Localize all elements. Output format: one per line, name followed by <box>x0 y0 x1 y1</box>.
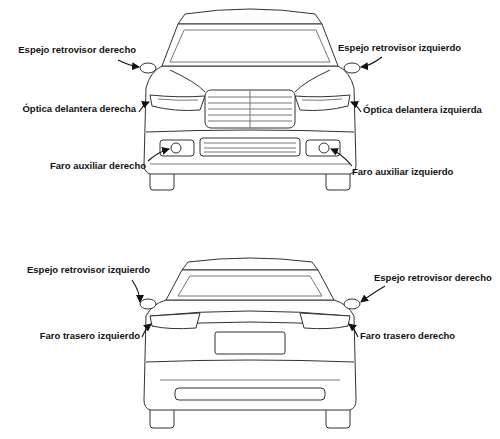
part-label: Faro auxiliar izquierdo <box>352 166 453 178</box>
part-label: Espejo retrovisor derecho <box>374 272 492 284</box>
part-label: Espejo retrovisor derecho <box>18 44 136 56</box>
part-label: Espejo retrovisor izquierdo <box>27 264 150 276</box>
part-label: Óptica delantera izquierda <box>363 104 482 116</box>
part-label: Óptica delantera derecha <box>22 103 136 115</box>
part-label: Faro auxiliar derecho <box>50 160 146 172</box>
part-label: Faro trasero izquierdo <box>40 330 140 342</box>
part-label: Espejo retrovisor izquierdo <box>338 42 461 54</box>
part-label: Faro trasero derecho <box>360 330 455 342</box>
